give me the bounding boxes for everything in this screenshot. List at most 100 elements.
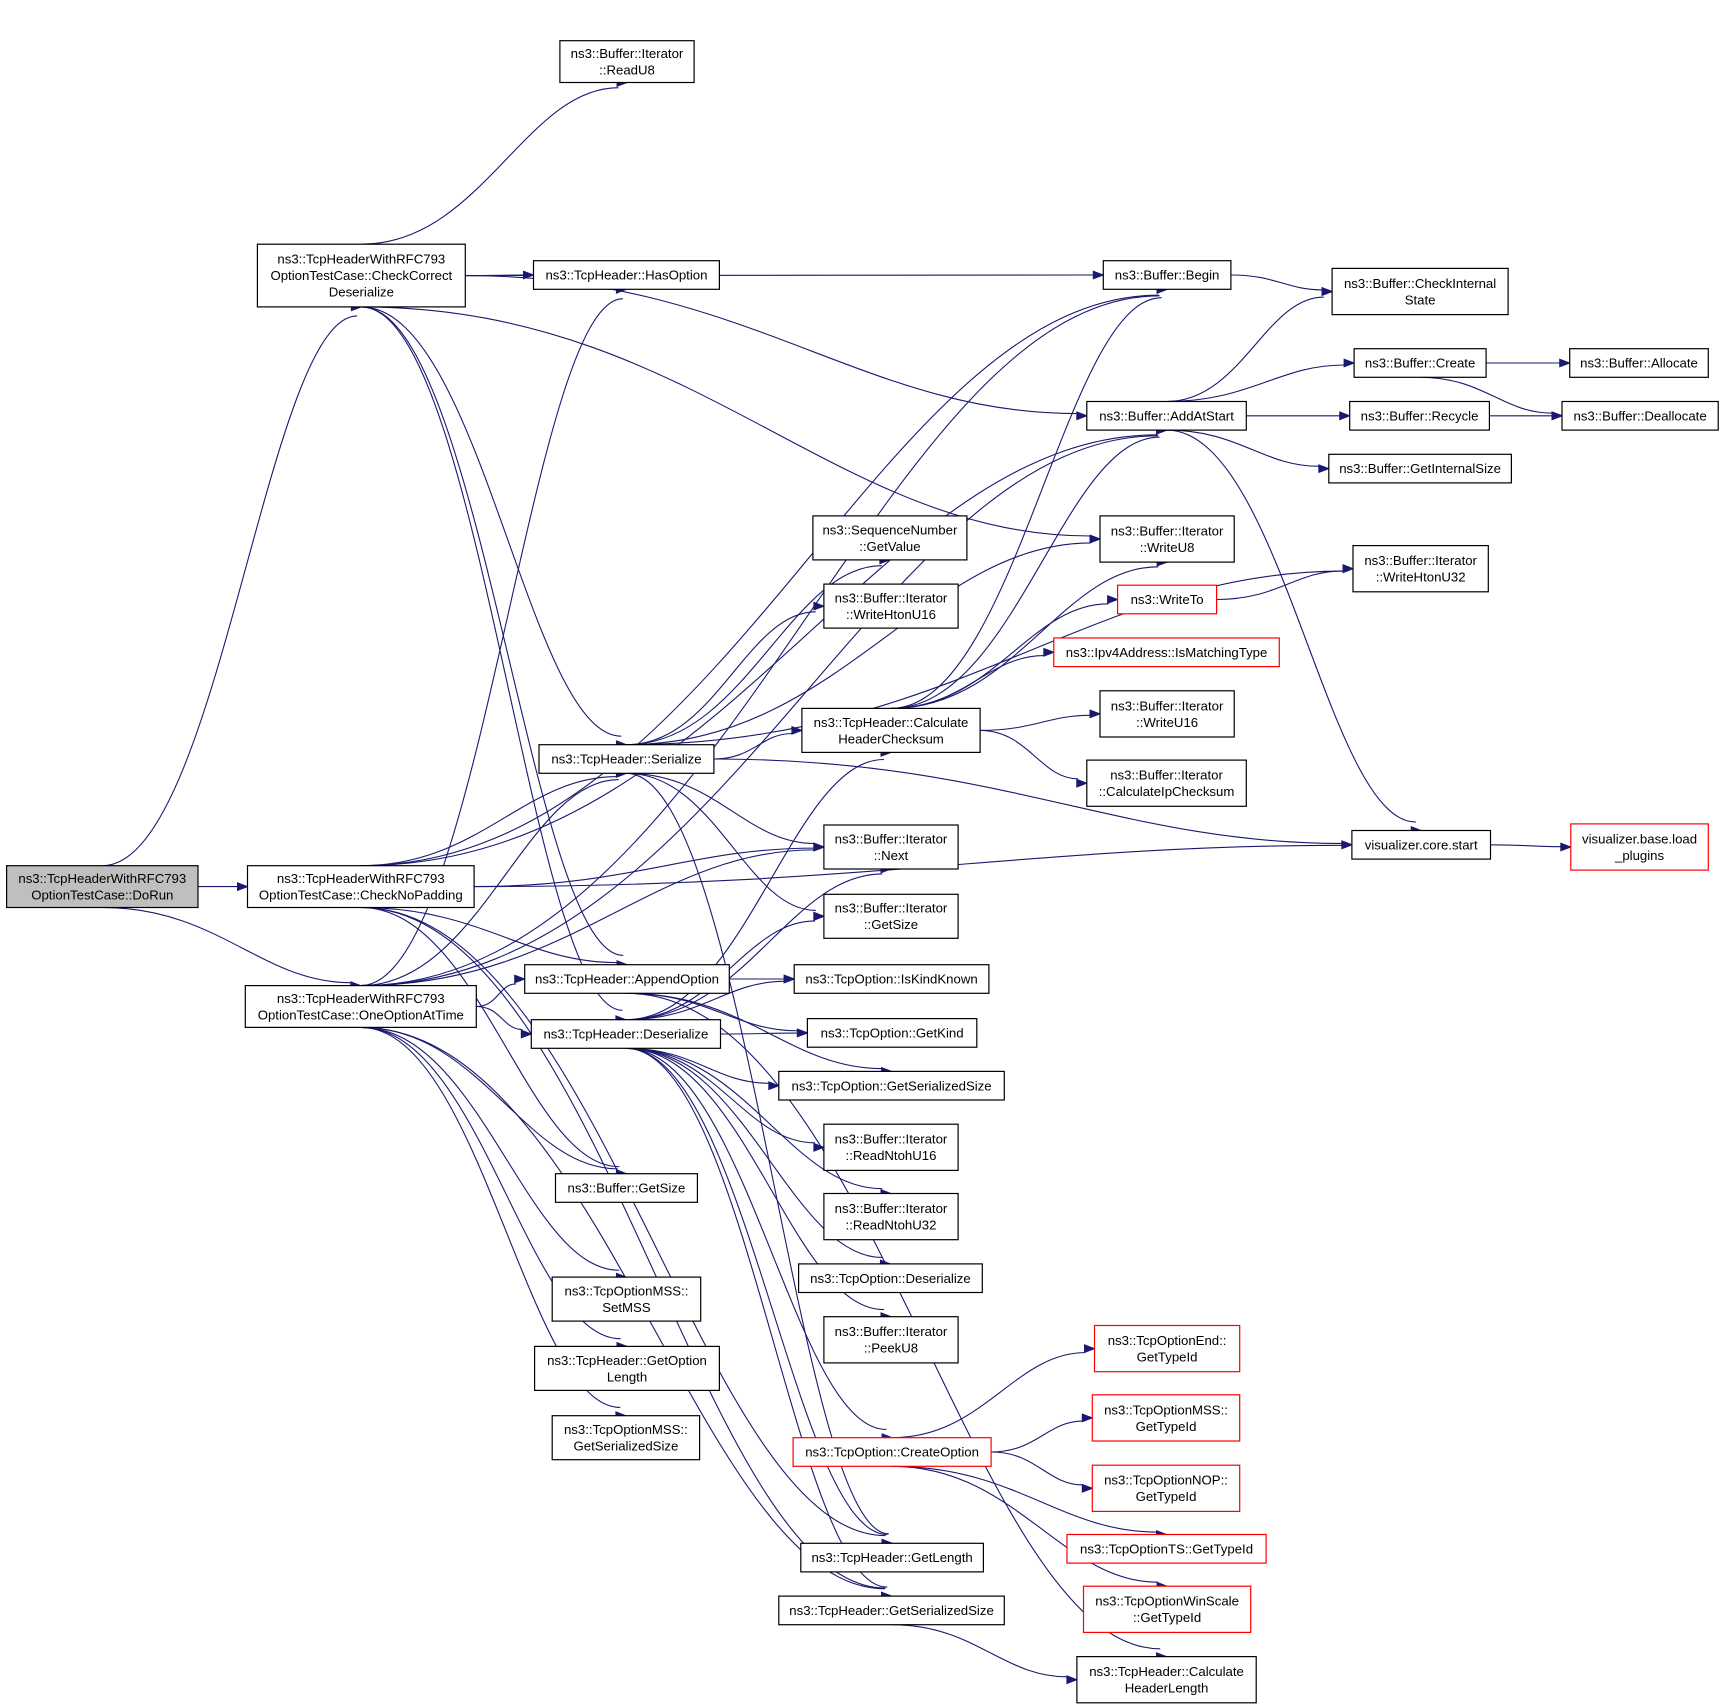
node-calcIpChecksum-label-line: ns3::Buffer::Iterator	[1110, 768, 1223, 783]
edge-oneOption-to-deserialize	[476, 1005, 523, 1031]
node-isKindKnown[interactable]: ns3::TcpOption::IsKindKnown	[793, 964, 990, 994]
node-isMatchingType[interactable]: ns3::Ipv4Address::IsMatchingType	[1053, 637, 1280, 668]
node-optSerSize-label-line: ns3::TcpOption::GetSerializedSize	[791, 1078, 991, 1093]
node-endTypeId[interactable]: ns3::TcpOptionEnd::GetTypeId	[1093, 1324, 1241, 1373]
node-setMSS[interactable]: ns3::TcpOptionMSS::SetMSS	[551, 1276, 702, 1322]
node-iterNext[interactable]: ns3::Buffer::Iterator::Next	[823, 824, 959, 870]
node-isMatchingType-box	[1053, 637, 1280, 668]
node-getLength-label-line: ns3::TcpHeader::GetLength	[811, 1550, 972, 1565]
node-calcIpChecksum[interactable]: ns3::Buffer::Iterator::CalculateIpChecks…	[1086, 759, 1247, 807]
node-nopTypeId[interactable]: ns3::TcpOptionNOP::GetTypeId	[1091, 1464, 1241, 1512]
edge-deserialize-to-iterNext	[625, 873, 883, 1021]
edge-serialize-to-iterGetSize	[626, 772, 816, 911]
node-vizLoadPlugins[interactable]: visualizer.base.load_plugins	[1570, 823, 1709, 871]
node-tsTypeId-label-line: ns3::TcpOptionTS::GetTypeId	[1080, 1541, 1253, 1556]
edge-doRun-to-checkCorrect	[102, 315, 358, 867]
edge-hdrSerSize-to-calcHeaderLength	[891, 1624, 1068, 1678]
node-getKind[interactable]: ns3::TcpOption::GetKind	[806, 1017, 978, 1048]
node-appendOption[interactable]: ns3::TcpHeader::AppendOption	[524, 964, 730, 994]
node-peekU8-label-line: ns3::Buffer::Iterator	[835, 1324, 948, 1339]
node-createOption[interactable]: ns3::TcpOption::CreateOption	[792, 1437, 992, 1467]
node-writeHtonU32[interactable]: ns3::Buffer::Iterator::WriteHtonU32	[1352, 544, 1489, 593]
node-readNtohU16[interactable]: ns3::Buffer::Iterator::ReadNtohU16	[823, 1123, 959, 1171]
node-optSerSize-box	[778, 1070, 1005, 1101]
edge-checkNoPadding-to-bufBegin	[360, 294, 1159, 867]
arrowhead-createOption-to-nopTypeId	[1081, 1483, 1094, 1493]
node-seqGetValue[interactable]: ns3::SequenceNumber::GetValue	[812, 515, 968, 561]
node-bufCreate[interactable]: ns3::Buffer::Create	[1353, 348, 1487, 378]
arrowhead-serialize-to-vizStart	[1341, 840, 1354, 850]
node-oneOption-box	[244, 984, 477, 1028]
node-writeHtonU16[interactable]: ns3::Buffer::Iterator::WriteHtonU16	[823, 583, 959, 629]
node-addAtStart[interactable]: ns3::Buffer::AddAtStart	[1086, 400, 1247, 431]
node-getInternalSize[interactable]: ns3::Buffer::GetInternalSize	[1328, 453, 1513, 484]
node-bufGetSize[interactable]: ns3::Buffer::GetSize	[554, 1173, 698, 1203]
edge-createOption-to-mssTypeId	[991, 1420, 1083, 1453]
edge-serialize-to-writeHtonU16	[626, 611, 816, 746]
node-checkCorrect[interactable]: ns3::TcpHeaderWithRFC793OptionTestCase::…	[256, 243, 466, 308]
node-writeTo[interactable]: ns3::WriteTo	[1116, 584, 1218, 615]
node-optDeserialize-box	[797, 1263, 983, 1294]
node-writeU16[interactable]: ns3::Buffer::Iterator::WriteU16	[1099, 690, 1235, 738]
node-endTypeId-label-line: GetTypeId	[1137, 1349, 1198, 1364]
node-readNtohU32-label-line: ::ReadNtohU32	[846, 1217, 937, 1232]
node-writeU8-label-line: ::WriteU8	[1140, 540, 1195, 555]
node-bufDeallocate-box	[1561, 400, 1719, 431]
node-bufBegin[interactable]: ns3::Buffer::Begin	[1102, 260, 1232, 290]
node-checkCorrect-box	[256, 243, 466, 308]
node-tsTypeId[interactable]: ns3::TcpOptionTS::GetTypeId	[1066, 1533, 1267, 1564]
node-bufDeallocate[interactable]: ns3::Buffer::Deallocate	[1561, 400, 1719, 431]
node-optSerSize[interactable]: ns3::TcpOption::GetSerializedSize	[778, 1070, 1005, 1101]
edge-checkNoPadding-to-iterNext	[474, 847, 814, 888]
node-writeHtonU16-label-line: ns3::Buffer::Iterator	[835, 590, 948, 605]
node-serialize[interactable]: ns3::TcpHeader::Serialize	[538, 744, 715, 774]
node-readNtohU32[interactable]: ns3::Buffer::Iterator::ReadNtohU32	[823, 1192, 959, 1241]
edge-checkNoPadding-to-appendOption	[360, 906, 618, 964]
node-calcChecksum-label-line: ns3::TcpHeader::Calculate	[814, 715, 969, 730]
node-doRun[interactable]: ns3::TcpHeaderWithRFC793OptionTestCase::…	[5, 865, 199, 909]
node-writeU8[interactable]: ns3::Buffer::Iterator::WriteU8	[1099, 515, 1235, 563]
node-mssSerSize[interactable]: ns3::TcpOptionMSS::GetSerializedSize	[551, 1415, 701, 1461]
node-hdrSerSize-label-line: ns3::TcpHeader::GetSerializedSize	[789, 1603, 994, 1618]
node-optDeserialize[interactable]: ns3::TcpOption::Deserialize	[797, 1263, 983, 1294]
node-vizStart[interactable]: visualizer.core.start	[1351, 829, 1492, 860]
edge-serialize-to-calcChecksum	[713, 732, 793, 760]
node-oneOption[interactable]: ns3::TcpHeaderWithRFC793OptionTestCase::…	[244, 984, 477, 1028]
node-checkNoPadding[interactable]: ns3::TcpHeaderWithRFC793OptionTestCase::…	[246, 865, 475, 909]
edge-deserialize-to-getKind	[720, 1032, 798, 1035]
edge-oneOption-to-setMSS	[360, 1026, 620, 1271]
edge-oneOption-to-getOptionLength	[360, 1026, 621, 1340]
node-writeU16-box	[1099, 690, 1235, 738]
node-iterNext-label-line: ns3::Buffer::Iterator	[835, 831, 948, 846]
node-calcHeaderLength-label-line: ns3::TcpHeader::Calculate	[1089, 1664, 1244, 1679]
node-readU8[interactable]: ns3::Buffer::Iterator::ReadU8	[559, 40, 695, 84]
node-getLength[interactable]: ns3::TcpHeader::GetLength	[800, 1542, 984, 1573]
edge-doRun-to-oneOption	[102, 906, 352, 984]
node-addAtStart-box	[1086, 400, 1247, 431]
node-iterGetSize[interactable]: ns3::Buffer::Iterator::GetSize	[823, 893, 959, 939]
node-getOptionLength-box	[533, 1345, 720, 1392]
node-tsTypeId-box	[1066, 1533, 1267, 1564]
node-mssTypeId[interactable]: ns3::TcpOptionMSS::GetTypeId	[1091, 1394, 1241, 1442]
arrowhead-createOption-to-mssTypeId	[1081, 1413, 1094, 1423]
node-hasOption[interactable]: ns3::TcpHeader::HasOption	[532, 260, 720, 290]
node-peekU8[interactable]: ns3::Buffer::Iterator::PeekU8	[823, 1316, 959, 1364]
node-hdrSerSize[interactable]: ns3::TcpHeader::GetSerializedSize	[778, 1595, 1005, 1626]
edge-deserialize-to-readNtohU32	[625, 1047, 883, 1190]
node-bufDeallocate-label-line: ns3::Buffer::Deallocate	[1574, 408, 1707, 423]
node-bufAllocate[interactable]: ns3::Buffer::Allocate	[1569, 348, 1709, 378]
arrowhead-deserialize-to-optSerSize	[768, 1081, 781, 1091]
node-winScaleTypeId[interactable]: ns3::TcpOptionWinScale::GetTypeId	[1082, 1585, 1252, 1633]
arrowhead-serialize-to-iterNext	[813, 842, 826, 852]
node-deserialize-label-line: ns3::TcpHeader::Deserialize	[543, 1027, 708, 1042]
edge-calcChecksum-to-writeU8	[890, 566, 1159, 709]
node-deserialize-box	[530, 1019, 722, 1049]
node-bufRecycle[interactable]: ns3::Buffer::Recycle	[1349, 400, 1490, 431]
node-deserialize[interactable]: ns3::TcpHeader::Deserialize	[530, 1019, 722, 1049]
node-checkInternal-label-line: State	[1405, 292, 1436, 307]
node-winScaleTypeId-box	[1082, 1585, 1252, 1633]
